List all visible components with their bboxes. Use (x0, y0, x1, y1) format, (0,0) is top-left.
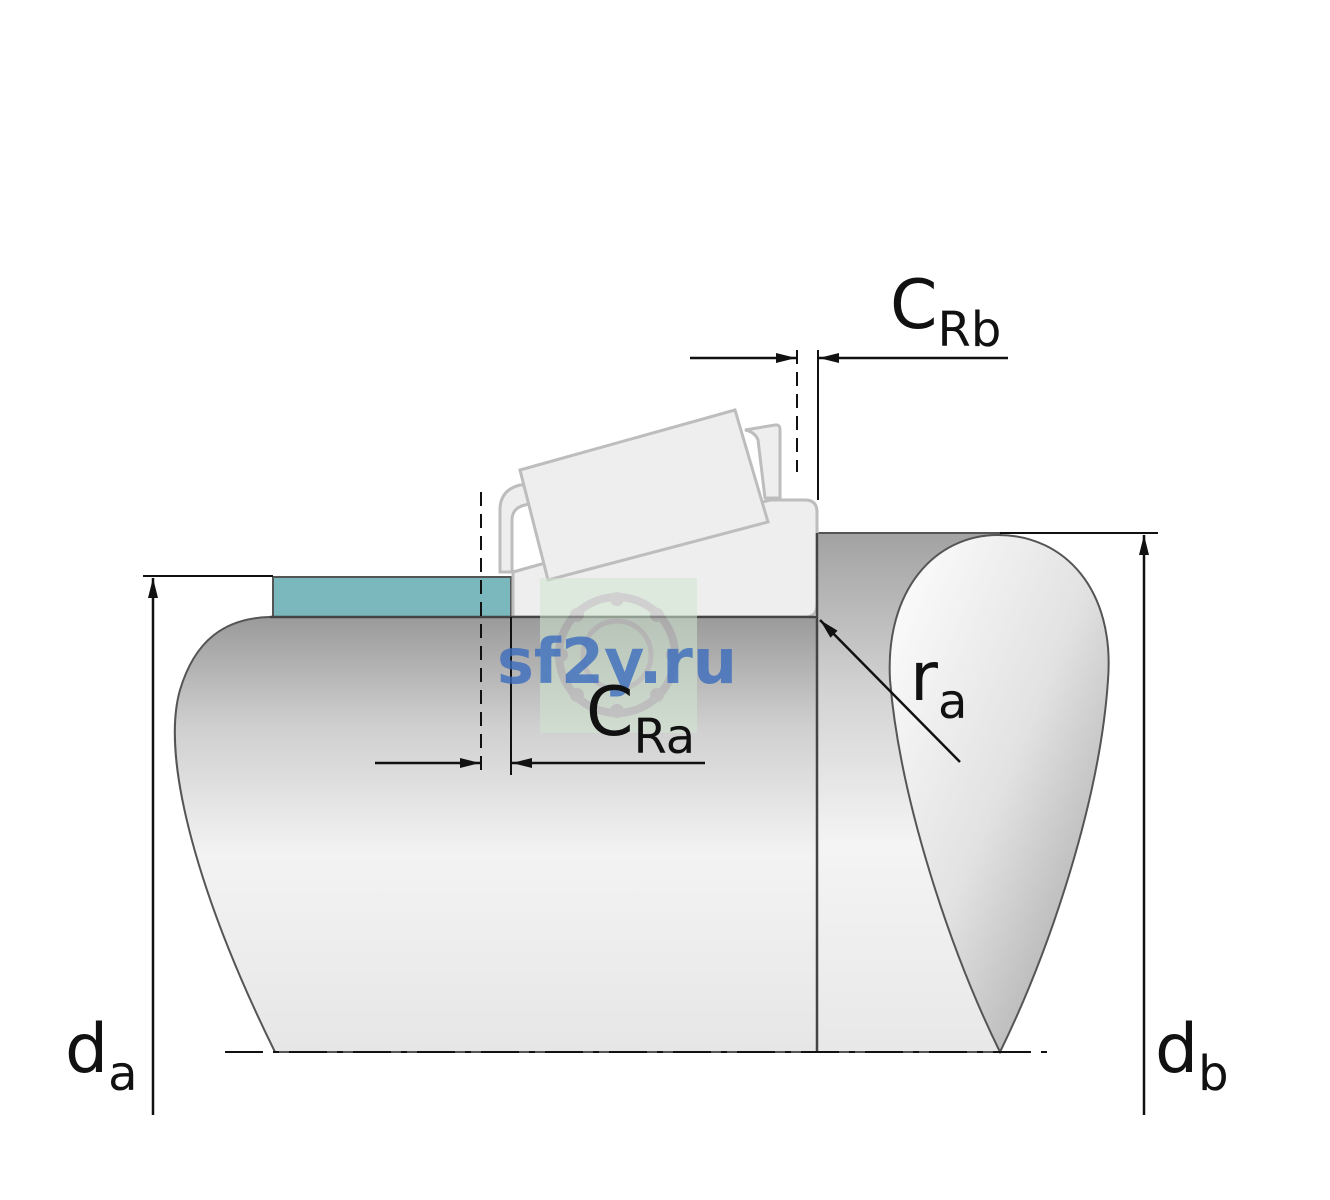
watermark-text: sf2y.ru (497, 625, 737, 698)
label-crb: CRb (890, 266, 1001, 358)
ra-leader-arrow (819, 619, 961, 763)
label-ra: ra (910, 638, 967, 730)
label-db: db (1155, 1010, 1229, 1102)
label-cra: CRa (586, 673, 695, 765)
bearing-cage-back (744, 423, 782, 500)
watermark (540, 578, 697, 733)
label-da: da (65, 1010, 138, 1102)
seal-ring (272, 576, 512, 618)
tapered-roller (518, 408, 770, 582)
